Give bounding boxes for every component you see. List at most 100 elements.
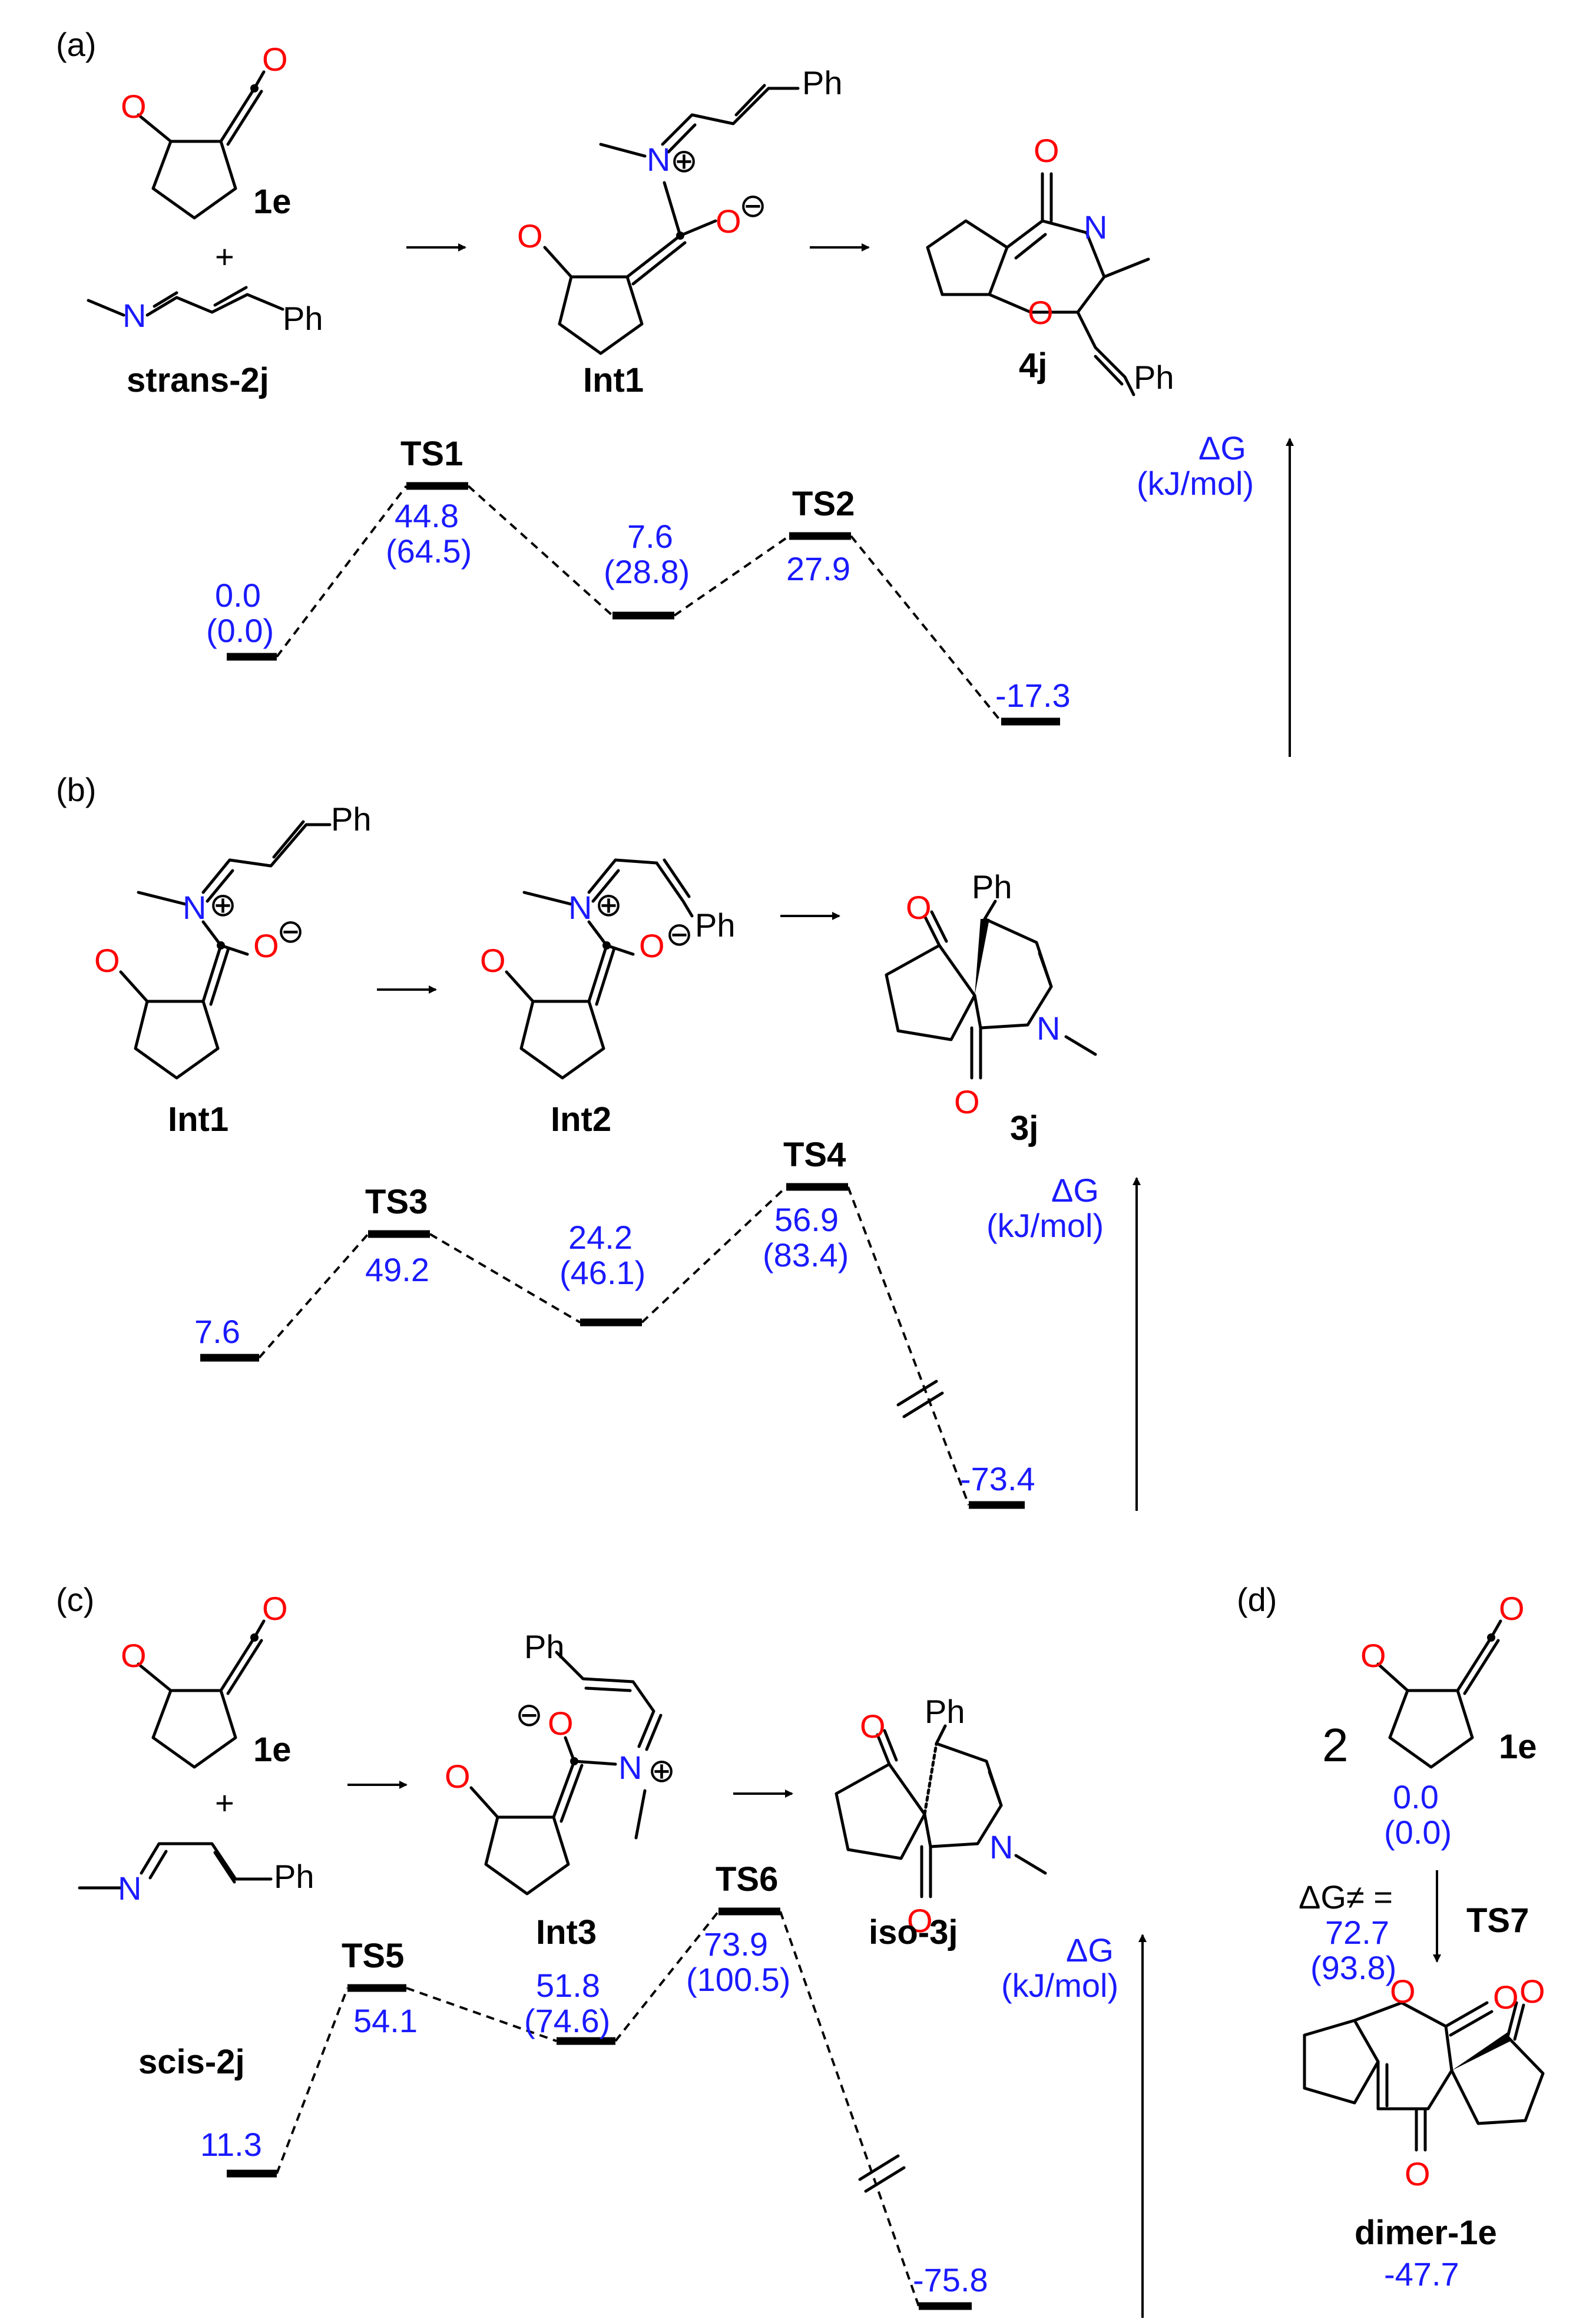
oxygen-atom: O — [1493, 1979, 1519, 2016]
oxygen-atom: O — [121, 88, 147, 125]
nitrogen-atom: N — [618, 1749, 642, 1786]
ketene-1e-structure: O O — [121, 1590, 288, 1769]
product-3j-structure: O Ph N O — [885, 868, 1097, 1120]
energy-value: -73.4 — [960, 1460, 1035, 1497]
energy-value: 72.7 — [1325, 1914, 1389, 1951]
energy-value: (83.4) — [763, 1236, 849, 1274]
oxygen-atom: O — [1360, 1637, 1386, 1674]
nitrogen-atom: N — [1084, 209, 1107, 246]
energy-value: -17.3 — [995, 677, 1071, 714]
energy-value: -75.8 — [913, 2261, 988, 2298]
compound-label-3j: 3j — [1010, 1109, 1038, 1147]
nitrogen-atom: N — [118, 1870, 141, 1907]
axis-label: ΔG — [1051, 1172, 1099, 1209]
phenyl-group: Ph — [802, 64, 843, 101]
barrier-label: ΔG≠ = — [1299, 1878, 1393, 1916]
axis-label: ΔG — [1198, 429, 1246, 467]
phenyl-group: Ph — [925, 1693, 965, 1730]
ts6-label: TS6 — [716, 1860, 778, 1898]
phenyl-group: Ph — [331, 801, 372, 838]
compound-label-1e: 1e — [253, 1731, 292, 1769]
phenyl-group: Ph — [283, 300, 323, 337]
ts5-label: TS5 — [342, 1937, 404, 1975]
energy-value: (46.1) — [559, 1254, 645, 1291]
energy-value: 51.8 — [536, 1967, 600, 2004]
strans-2j-structure: N Ph — [87, 286, 323, 337]
compound-label-int1: Int1 — [583, 361, 644, 399]
oxygen-atom: O — [1034, 132, 1059, 169]
oxygen-atom: O — [907, 1902, 933, 1939]
energy-value: 73.9 — [704, 1926, 768, 1963]
int2-structure: N ⊕ Ph ⊖ O O — [480, 858, 736, 1080]
oxygen-atom: O — [517, 217, 543, 254]
compound-label-int2: Int2 — [551, 1100, 611, 1139]
negative-charge: ⊖ — [739, 187, 767, 224]
oxygen-atom: O — [1028, 294, 1054, 331]
ts3-label: TS3 — [365, 1183, 428, 1221]
energy-value: (93.8) — [1310, 1949, 1396, 1986]
oxygen-atom: O — [262, 1590, 288, 1627]
energy-value: 27.9 — [786, 550, 850, 587]
energy-value: 44.8 — [395, 497, 459, 534]
ts4-label: TS4 — [783, 1136, 846, 1174]
axis-break-mark — [896, 1380, 938, 1407]
panel-b-label: (b) — [56, 771, 96, 808]
int1-structure: N ⊕ Ph O O ⊖ — [94, 801, 372, 1080]
axis-unit: (kJ/mol) — [986, 1207, 1104, 1244]
energy-value: (74.6) — [524, 2002, 610, 2039]
phenyl-group: Ph — [972, 868, 1012, 905]
compound-label-int3: Int3 — [536, 1913, 597, 1951]
compound-label-int1: Int1 — [168, 1100, 229, 1139]
energy-value: 24.2 — [568, 1219, 633, 1256]
oxygen-atom: O — [480, 942, 506, 979]
energy-value: -47.7 — [1384, 2255, 1459, 2293]
oxygen-atom: O — [262, 41, 288, 78]
oxygen-atom: O — [954, 1083, 980, 1120]
energy-value: (0.0) — [1384, 1814, 1452, 1851]
energy-value: (28.8) — [604, 553, 690, 590]
int3-structure: O ⊖ N ⊕ Ph O — [445, 1628, 676, 1896]
compound-label-1e: 1e — [1499, 1728, 1537, 1766]
negative-charge: ⊖ — [665, 915, 693, 952]
ts7-label: TS7 — [1466, 1901, 1529, 1940]
panel-d: (d) O O 2 1e 0.0 (0.0) ΔG≠ = 72.7 (93.8)… — [1237, 1581, 1545, 2293]
positive-charge: ⊕ — [209, 886, 237, 923]
panel-d-label: (d) — [1237, 1581, 1277, 1618]
oxygen-atom: O — [121, 1637, 147, 1674]
nitrogen-atom: N — [1037, 1010, 1060, 1047]
energy-value: 0.0 — [1393, 1778, 1439, 1815]
oxygen-atom: O — [1390, 1973, 1416, 2010]
energy-value: (0.0) — [206, 612, 274, 649]
energy-value: 0.0 — [215, 577, 261, 614]
energy-value: 49.2 — [365, 1251, 429, 1288]
ts2-label: TS2 — [792, 485, 855, 523]
oxygen-atom: O — [906, 889, 932, 926]
compound-label-iso-3j: iso-3j — [869, 1913, 958, 1951]
positive-charge: ⊕ — [648, 1752, 676, 1789]
oxygen-atom: O — [716, 203, 741, 240]
energy-profile-b: TS3 TS4 7.6 49.2 24.2 (46.1) 56.9 (83.4)… — [194, 1136, 1035, 1509]
energy-value: (64.5) — [386, 532, 472, 570]
positive-charge: ⊕ — [595, 886, 622, 923]
nitrogen-atom: N — [122, 297, 146, 334]
product-iso-3j-structure: O Ph N O — [835, 1693, 1047, 1939]
phenyl-group: Ph — [695, 907, 736, 944]
energy-profile-a: TS1 TS2 0.0 (0.0) 44.8 (64.5) 7.6 (28.8)… — [206, 435, 1071, 726]
energy-value: 56.9 — [774, 1201, 839, 1238]
energy-value: 7.6 — [627, 518, 673, 555]
dimer-1e-structure: O O O O — [1303, 1973, 1545, 2192]
oxygen-atom: O — [1519, 1973, 1545, 2010]
ts1-label: TS1 — [400, 435, 463, 473]
energy-value: 11.3 — [200, 2126, 262, 2163]
plus-sign: + — [215, 1784, 234, 1821]
phenyl-group: Ph — [274, 1858, 314, 1895]
compound-label-1e: 1e — [253, 183, 292, 221]
scis-2j-structure: N Ph — [78, 1842, 314, 1907]
compound-label-dimer-1e: dimer-1e — [1355, 2214, 1497, 2252]
product-4j-structure: O N O Ph — [926, 132, 1174, 396]
axis-label: ΔG — [1066, 1931, 1114, 1969]
compound-label-scis-2j: scis-2j — [138, 2043, 245, 2081]
positive-charge: ⊕ — [670, 142, 698, 179]
phenyl-group: Ph — [524, 1628, 565, 1665]
oxygen-atom: O — [1499, 1590, 1525, 1627]
